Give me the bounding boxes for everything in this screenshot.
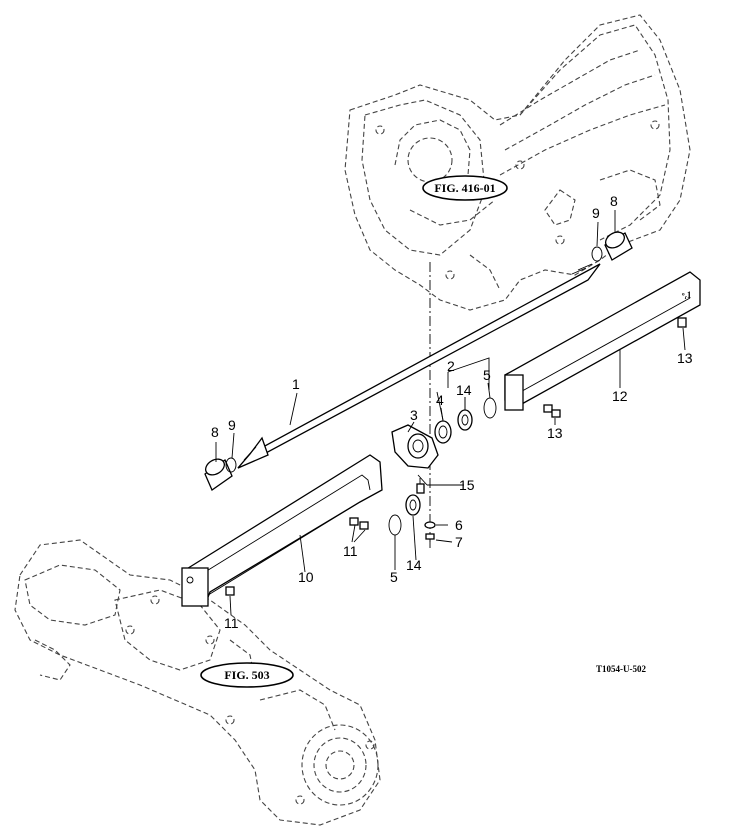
callout-12: 12 bbox=[612, 388, 628, 404]
seal-upper bbox=[457, 409, 473, 431]
callout-6: 6 bbox=[455, 517, 463, 533]
callout-4: 4 bbox=[436, 392, 444, 408]
leader-lines bbox=[215, 210, 686, 616]
snap-ring-right bbox=[591, 246, 603, 262]
callout-14-upper: 14 bbox=[456, 382, 472, 398]
seal-upper-inner bbox=[461, 414, 469, 426]
svg-text:ᵒᵣ1: ᵒᵣ1 bbox=[682, 290, 692, 300]
seal-lower bbox=[405, 494, 421, 516]
circlip-upper bbox=[483, 397, 497, 419]
seal-lower-inner bbox=[409, 499, 417, 511]
callout-9-left: 9 bbox=[228, 417, 236, 433]
callout-13-lower: 13 bbox=[547, 425, 563, 441]
shaft-guard-left bbox=[181, 454, 383, 607]
shaft-guard-right: ᵒᵣ1 bbox=[504, 271, 701, 411]
callout-14-lower: 14 bbox=[406, 557, 422, 573]
transmission-housing-outline bbox=[344, 14, 691, 311]
bearing bbox=[434, 420, 452, 444]
callout-8-left: 8 bbox=[211, 424, 219, 440]
washer bbox=[424, 521, 436, 529]
bolts-right-guard bbox=[543, 317, 687, 418]
bearing-inner bbox=[438, 425, 448, 439]
callout-8-right: 8 bbox=[610, 193, 618, 209]
svg-text:FIG. 503: FIG. 503 bbox=[224, 668, 269, 682]
drive-shaft bbox=[237, 263, 601, 469]
callout-9-right: 9 bbox=[592, 205, 600, 221]
callout-2: 2 bbox=[447, 358, 455, 374]
callout-5-lower: 5 bbox=[390, 569, 398, 585]
fig-ref-front-axle: FIG. 503 bbox=[200, 662, 294, 688]
circlip-lower bbox=[388, 514, 402, 536]
callout-13-right: 13 bbox=[677, 350, 693, 366]
callout-3: 3 bbox=[410, 407, 418, 423]
fig-ref-transmission: FIG. 416-01 bbox=[422, 175, 508, 201]
snap-ring-left bbox=[225, 457, 237, 473]
bolt bbox=[425, 533, 435, 548]
bushing-left bbox=[204, 458, 233, 491]
bushing-right bbox=[604, 231, 633, 261]
callout-7: 7 bbox=[455, 534, 463, 550]
center-bearing-support bbox=[391, 424, 439, 469]
svg-text:FIG. 416-01: FIG. 416-01 bbox=[434, 181, 495, 195]
callout-11-left: 11 bbox=[224, 615, 239, 631]
figure-code: T1054-U-502 bbox=[596, 664, 646, 674]
callout-15: 15 bbox=[459, 477, 475, 493]
bolts-left-guard bbox=[225, 517, 369, 596]
callout-1: 1 bbox=[292, 376, 300, 392]
grease-fitting bbox=[416, 478, 425, 494]
callout-11-center: 11 bbox=[343, 543, 358, 559]
callout-5-upper: 5 bbox=[483, 367, 491, 383]
callout-10: 10 bbox=[298, 569, 314, 585]
